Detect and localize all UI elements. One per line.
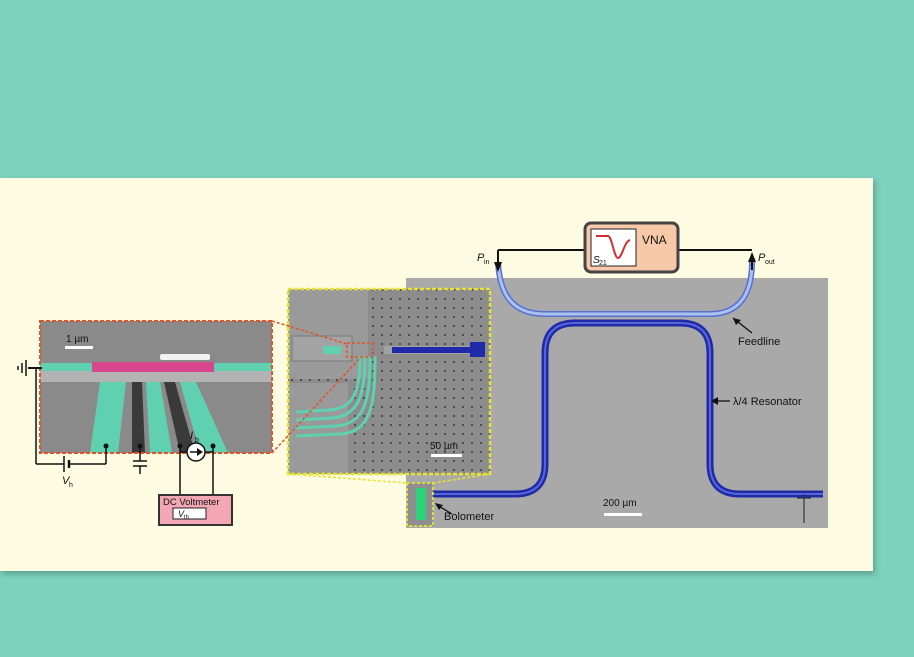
vh-label: V [62,475,71,487]
pin-subscript: in [484,259,490,266]
vth-subscript: th [184,515,189,521]
bias-circuit: V h I b DC Voltmeter V th [17,360,233,526]
device-diagram: Feedline λ/4 Resonator Bolometer 200 µm … [17,221,828,528]
bolometer-label: Bolometer [444,511,494,523]
vna-label: VNA [642,233,667,247]
s21-label: S [593,255,600,266]
scale-bar-1 [65,346,93,349]
scale-1-label: 1 µm [66,334,88,345]
bolometer-inset [406,482,434,527]
vth-label: V [178,509,185,519]
ib-subscript: b [195,437,199,444]
scale-bar-200 [604,513,642,516]
sem-inset-middle: 50 µm [286,287,492,476]
feedline-label: Feedline [738,336,780,348]
vh-subscript: h [69,482,73,489]
resonator-label: λ/4 Resonator [733,396,802,408]
scale-50-label: 50 µm [430,441,458,452]
voltmeter-label: DC Voltmeter [163,497,220,508]
sem-inset-left: 1 µm [39,320,273,454]
figure-panel: Feedline λ/4 Resonator Bolometer 200 µm … [0,178,873,571]
scale-200-label: 200 µm [603,498,637,509]
pout-subscript: out [765,259,775,266]
vna-instrument: VNA S 21 [494,221,756,274]
pin-label: P [477,252,485,264]
scale-bar-50 [431,454,462,457]
ib-label: I [190,430,193,442]
pout-label: P [758,252,766,264]
s21-subscript: 21 [599,260,607,267]
